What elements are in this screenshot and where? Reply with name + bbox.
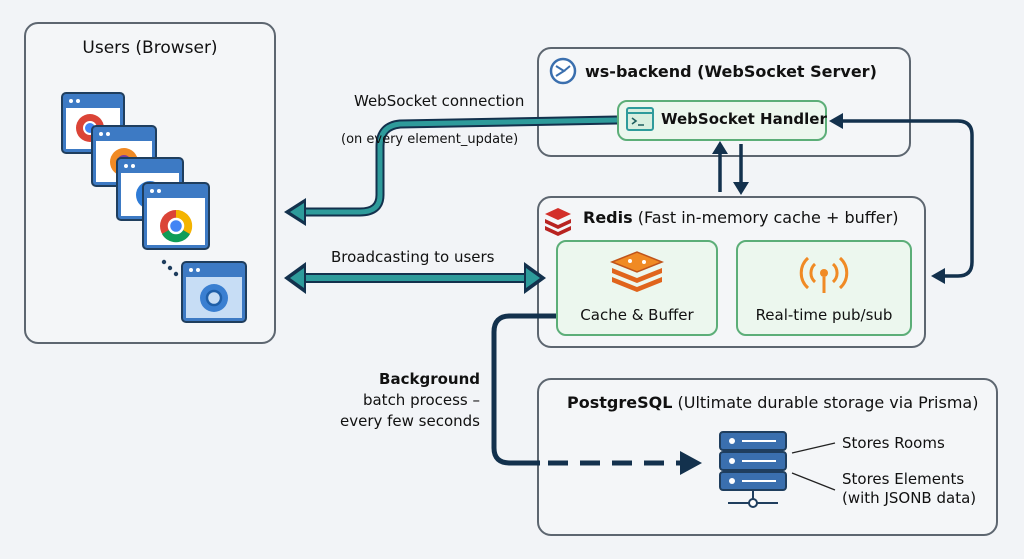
batch-label-1: Background: [379, 370, 480, 388]
browser-window-4: [142, 182, 210, 250]
websocket-connection-label: WebSocket connection: [354, 92, 525, 110]
batch-label-2: batch process –: [362, 391, 480, 409]
users-title: Users (Browser): [82, 38, 218, 58]
redis-title: Redis (Fast in-memory cache + buffer): [583, 208, 898, 227]
broadcasting-label: Broadcasting to users: [331, 248, 495, 266]
ws-backend-title: ws-backend (WebSocket Server): [585, 62, 877, 81]
postgres-title: PostgreSQL (Ultimate durable storage via…: [567, 393, 978, 412]
browser-window-5: [181, 261, 247, 323]
cache-buffer-label: Cache & Buffer: [580, 306, 694, 324]
websocket-handler-label: WebSocket Handler: [661, 110, 827, 128]
batch-label-3: every few seconds: [339, 412, 480, 430]
browser-window-1: [61, 92, 125, 154]
postgres-title-bold: PostgreSQL: [567, 393, 673, 412]
stores-rooms-label: Stores Rooms: [842, 434, 945, 452]
on-element-update-label: (on every element_update): [341, 132, 519, 147]
pubsub-label: Real-time pub/sub: [755, 306, 893, 324]
redis-title-rest: (Fast in-memory cache + buffer): [637, 208, 899, 227]
postgres-title-rest: (Ultimate durable storage via Prisma): [677, 393, 979, 412]
redis-title-bold: Redis: [583, 208, 633, 227]
stores-elements-sub-label: (with JSONB data): [842, 489, 977, 507]
stores-elements-label: Stores Elements: [842, 470, 965, 488]
